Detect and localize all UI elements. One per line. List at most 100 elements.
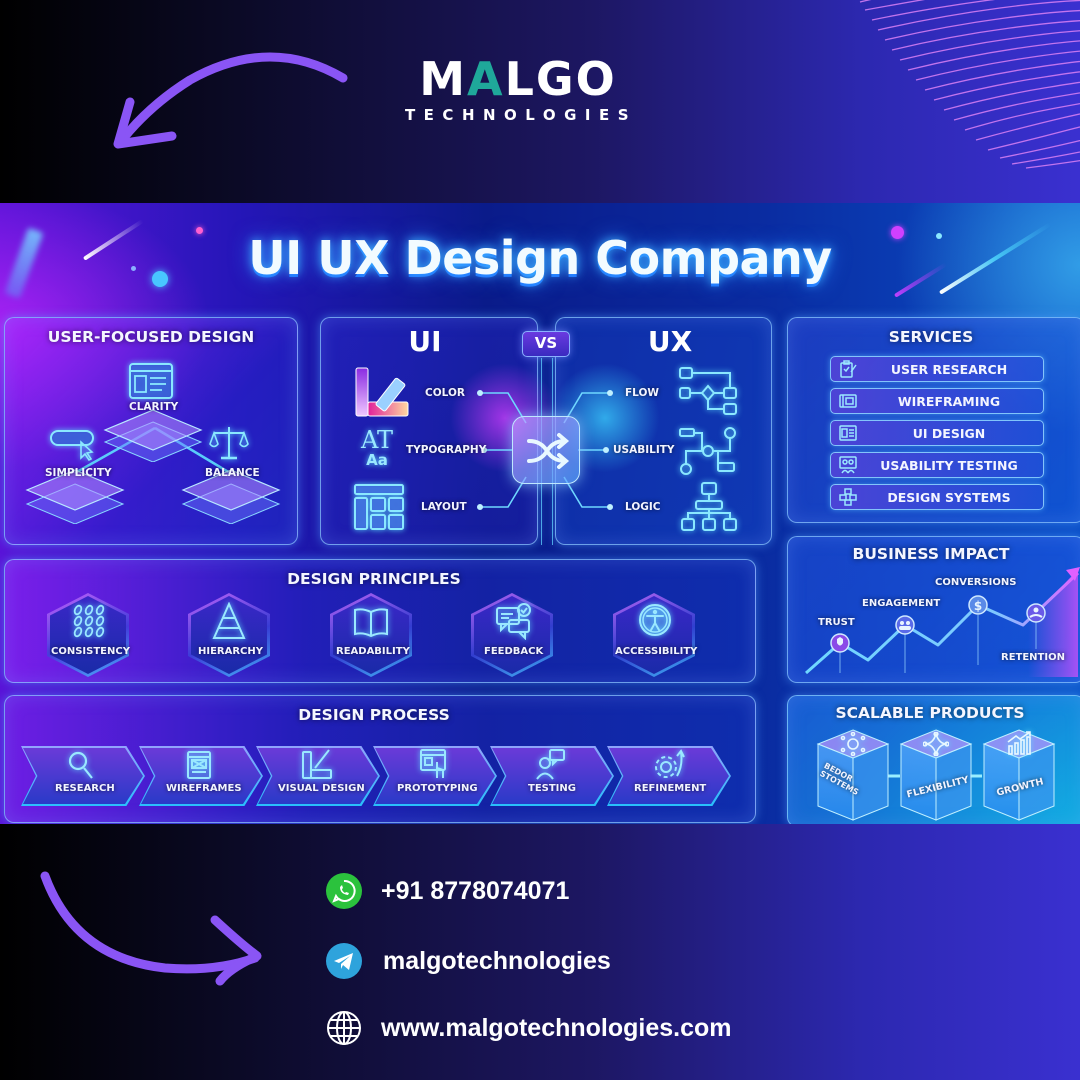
ui-color-label: COLOR <box>425 387 465 399</box>
pattern-grid-icon <box>73 604 105 638</box>
contact-website[interactable]: www.malgotechnologies.com <box>325 1008 732 1048</box>
shuffle-icon <box>527 433 570 469</box>
phone-number[interactable]: +91 8778074071 <box>381 876 570 905</box>
sparkle-dot-decoration <box>196 227 203 234</box>
panel-title: BUSINESS IMPACT <box>852 545 1010 563</box>
process-testing-label: TESTING <box>528 783 576 794</box>
service-usability-testing: USABILITY TESTING <box>830 452 1044 478</box>
testing-users-icon <box>839 456 857 474</box>
process-refinement-label: REFINEMENT <box>634 783 707 794</box>
process-visual-design-label: VISUAL DESIGN <box>278 783 365 794</box>
infographic-banner: UI UX Design Company USER-FOCUSED DESIGN… <box>0 203 1080 824</box>
process-prototyping-label: PROTOTYPING <box>397 783 478 794</box>
sparkle-dot-decoration <box>131 266 136 271</box>
logo-tagline: TECHNOLOGIES <box>404 106 638 124</box>
wireframe-icon <box>839 394 857 408</box>
user-chat-icon <box>536 749 565 780</box>
scales-icon <box>209 427 249 460</box>
sparkle-dot-decoration <box>891 226 904 239</box>
ux-usability-label: USABILITY <box>613 444 675 456</box>
simplicity-label: SIMPLICITY <box>45 467 112 479</box>
services-panel: SERVICES USER RESEARCH WIREFRAMING UI DE… <box>787 317 1080 523</box>
principle-consistency-label: CONSISTENCY <box>51 646 130 657</box>
hierarchy-icon <box>681 482 737 531</box>
pyramid-icon <box>212 602 246 639</box>
service-ui-design: UI DESIGN <box>830 420 1044 446</box>
principle-readability-label: READABILITY <box>336 646 410 657</box>
user-focused-design-panel: USER-FOCUSED DESIGN CLARITY SIMPL <box>4 317 298 545</box>
browser-window-icon <box>129 363 173 399</box>
logo-wordmark: MALGO <box>419 52 617 106</box>
button-cursor-icon <box>50 430 94 462</box>
process-step-refinement <box>607 746 731 806</box>
panel-title: SERVICES <box>888 328 974 346</box>
process-step-wireframes <box>139 746 263 806</box>
layout-grid-icon <box>354 484 404 530</box>
magnifier-icon <box>68 751 93 779</box>
process-step-visual-design <box>256 746 380 806</box>
design-process-panel: DESIGN PROCESS RESEARCH WIREFRAMES VISUA… <box>4 695 756 823</box>
service-design-systems: DESIGN SYSTEMS <box>830 484 1044 510</box>
network-hub-icon <box>840 732 866 756</box>
impact-retention-label: RETENTION <box>1001 652 1065 663</box>
panel-title: DESIGN PRINCIPLES <box>287 570 461 588</box>
principle-feedback-label: FEEDBACK <box>484 646 544 657</box>
open-book-icon <box>354 608 388 638</box>
connector-lines <box>477 390 613 510</box>
curved-arrow-bottom-icon <box>40 871 262 986</box>
sparkle-dot-decoration <box>152 271 168 287</box>
palette-brush-icon <box>302 749 332 779</box>
service-user-research: USER RESEARCH <box>830 356 1044 382</box>
panel-title: DESIGN PROCESS <box>298 706 450 724</box>
design-principles-panel: DESIGN PRINCIPLES <box>4 559 756 683</box>
process-research-label: RESEARCH <box>55 783 115 794</box>
ui-title: UI <box>408 325 442 358</box>
contact-telegram[interactable]: malgotechnologies <box>325 941 611 981</box>
banner-title: UI UX Design Company <box>248 231 832 285</box>
accessibility-icon <box>639 604 671 636</box>
color-swatch-icon <box>355 367 409 417</box>
impact-engagement-label: ENGAGEMENT <box>862 598 941 609</box>
prototype-tap-icon <box>420 749 446 778</box>
simplicity-tile <box>25 469 125 524</box>
clarity-tile <box>103 409 203 462</box>
impact-line-chart: $ <box>805 567 1080 677</box>
ui-layout-icon <box>839 425 857 441</box>
gear-arrow-icon <box>655 749 685 778</box>
process-step-testing <box>490 746 614 806</box>
logo-accent-letter: A <box>466 52 505 106</box>
nodes-icon <box>923 732 949 756</box>
business-impact-panel: BUSINESS IMPACT <box>787 536 1080 683</box>
panel-title: SCALABLE PRODUCTS <box>835 704 1025 722</box>
curved-arrow-top-icon <box>113 52 348 149</box>
wireframe-icon <box>187 751 211 779</box>
ux-title: UX <box>647 325 693 358</box>
user-flow-icon <box>679 427 736 475</box>
panel-title: USER-FOCUSED DESIGN <box>47 328 255 346</box>
ux-flow-label: FLOW <box>625 387 659 399</box>
globe-icon <box>327 1011 361 1045</box>
telegram-handle[interactable]: malgotechnologies <box>383 946 611 975</box>
service-wireframing: WIREFRAMING <box>830 388 1044 414</box>
impact-trust-label: TRUST <box>818 617 855 628</box>
company-logo: MALGO TECHNOLOGIES <box>392 54 644 124</box>
contact-phone[interactable]: +91 8778074071 <box>325 871 569 911</box>
shuffle-hub <box>512 416 580 484</box>
sparkle-dot-decoration <box>936 233 942 239</box>
components-icon <box>839 488 857 506</box>
telegram-icon <box>326 943 362 979</box>
impact-conversions-label: CONVERSIONS <box>935 577 1017 588</box>
typography-icon: AT Aa <box>360 426 394 469</box>
growth-chart-icon <box>1007 731 1031 755</box>
ui-typography-label: TYPOGRAPHY <box>406 444 487 456</box>
website-url[interactable]: www.malgotechnologies.com <box>381 1013 732 1042</box>
svg-text:$: $ <box>974 599 982 613</box>
whatsapp-icon <box>326 873 362 909</box>
principle-hierarchy-label: HIERARCHY <box>198 646 264 657</box>
clarity-label: CLARITY <box>129 401 179 413</box>
wave-lines-decoration <box>859 0 1080 169</box>
clipboard-icon <box>840 360 857 378</box>
vs-badge: VS <box>522 331 570 357</box>
balance-tile <box>181 469 281 524</box>
ux-logic-label: LOGIC <box>625 501 661 513</box>
